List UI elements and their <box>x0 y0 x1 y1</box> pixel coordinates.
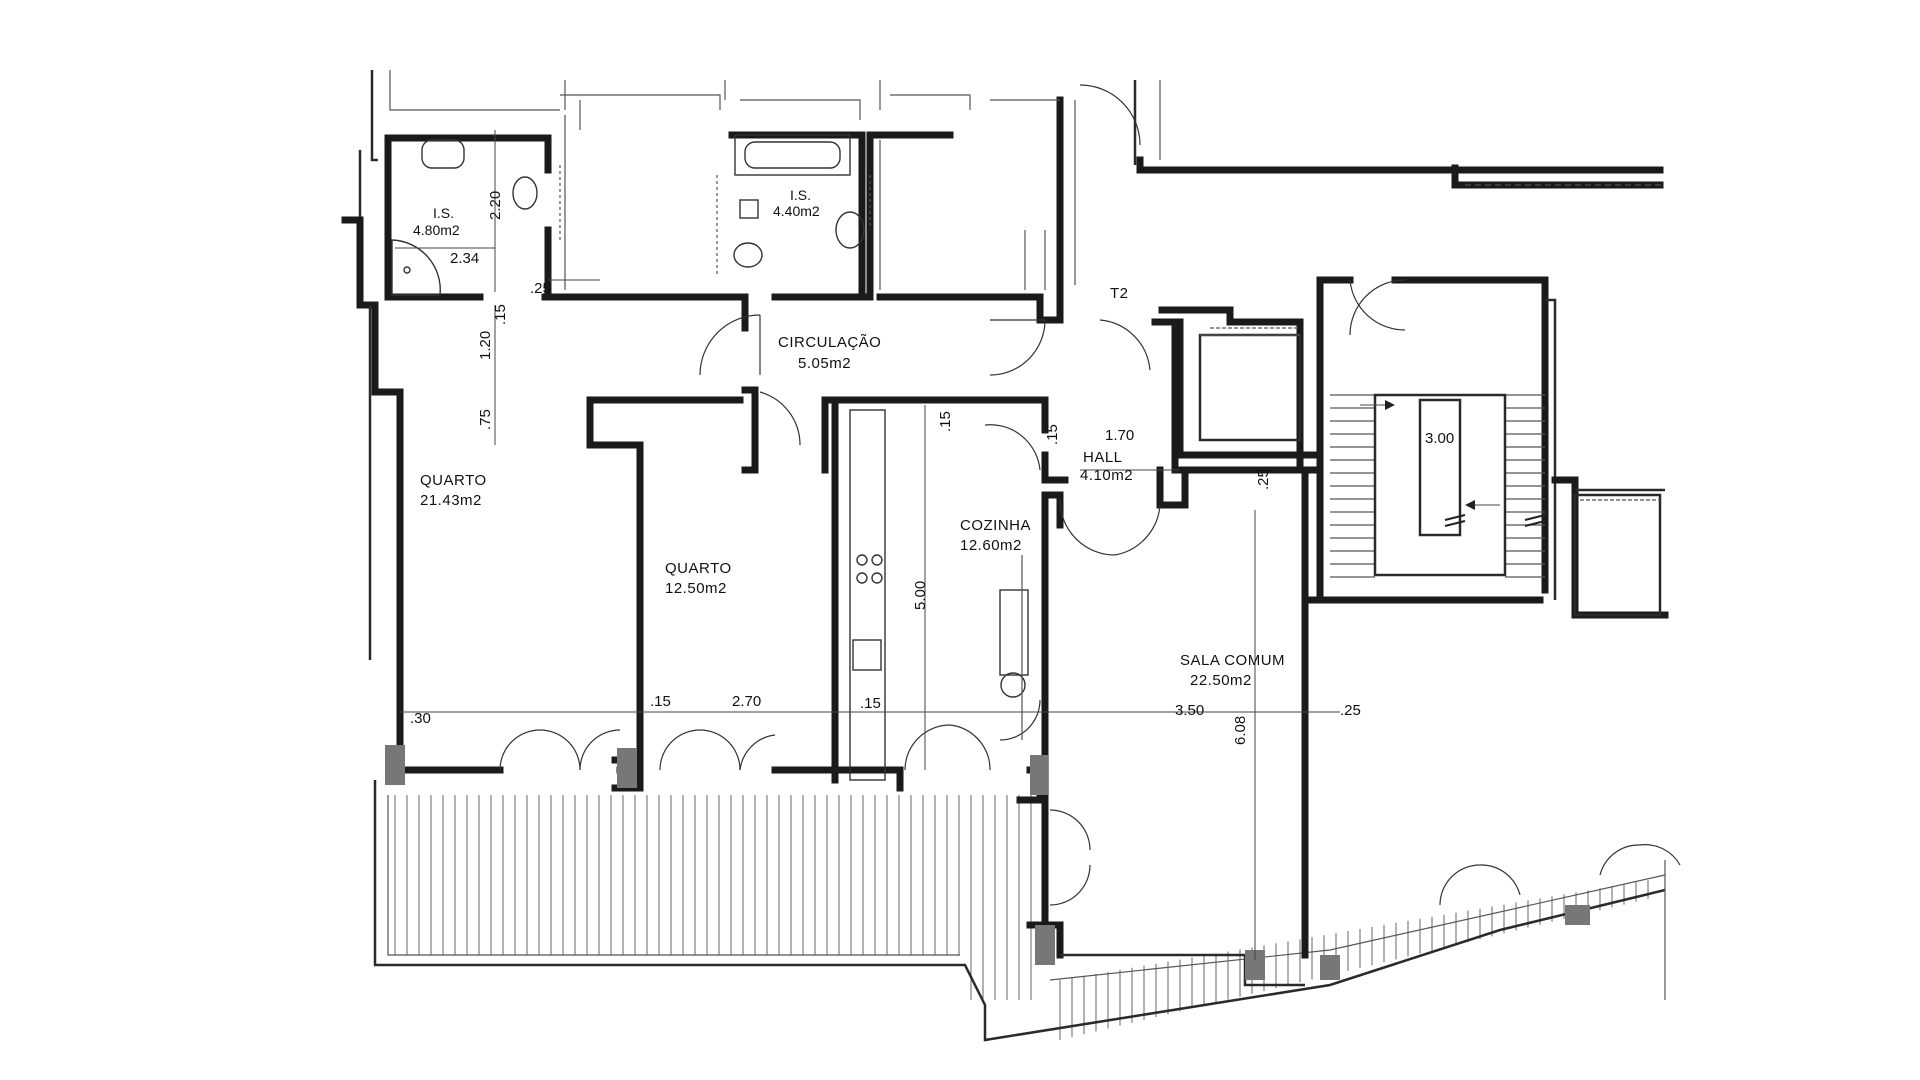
dim-1-20: 1.20 <box>477 331 494 360</box>
dim-2-70: 2.70 <box>732 693 761 710</box>
quarto1-area: 21.43m2 <box>420 492 482 509</box>
sala-area: 22.50m2 <box>1190 672 1252 689</box>
circulacao-area: 5.05m2 <box>798 355 851 372</box>
dim-3-00: 3.00 <box>1425 430 1454 447</box>
doors <box>499 84 1681 906</box>
dim-15-c: .15 <box>860 695 881 712</box>
is2-name: I.S. <box>790 187 811 203</box>
terrace-hatch <box>394 795 1032 1000</box>
unit-label: T2 <box>1110 285 1129 302</box>
dim-15-b: .15 <box>650 693 671 710</box>
dim-2-34: 2.34 <box>450 250 479 267</box>
stair-arrow-icon <box>1360 400 1546 527</box>
hall-area: 4.10m2 <box>1080 467 1133 484</box>
dimension-lines <box>400 130 1340 960</box>
partition-lines <box>389 70 1161 290</box>
dimension-labels: 2.20 2.34 .25 .15 1.20 .75 .30 .15 2.70 … <box>410 191 1454 745</box>
quarto2-name: QUARTO <box>665 560 732 577</box>
cozinha-name: COZINHA <box>960 517 1031 534</box>
dim-15-a: .15 <box>492 304 509 325</box>
dim-75: .75 <box>477 409 494 430</box>
walls <box>341 70 1669 987</box>
dim-15-e: .15 <box>1044 424 1061 445</box>
is1-area: 4.80m2 <box>413 222 460 238</box>
sala-name: SALA COMUM <box>1180 652 1285 669</box>
is1-name: I.S. <box>433 205 454 221</box>
circulacao-name: CIRCULAÇÃO <box>778 334 881 351</box>
cozinha-area: 12.60m2 <box>960 537 1022 554</box>
room-labels: I.S. 4.80m2 I.S. 4.40m2 CIRCULAÇÃO 5.05m… <box>413 187 1285 689</box>
dim-30: .30 <box>410 710 431 727</box>
dim-5-00: 5.00 <box>912 581 929 610</box>
terrace-outline <box>373 780 1666 1042</box>
dim-25-c: .25 <box>1340 702 1361 719</box>
is2-area: 4.40m2 <box>773 203 820 219</box>
dim-1-70: 1.70 <box>1105 427 1134 444</box>
dim-2-20: 2.20 <box>487 191 504 220</box>
quarto2-area: 12.50m2 <box>665 580 727 597</box>
dim-25-a: .25 <box>530 280 551 297</box>
dim-6-08: 6.08 <box>1232 716 1249 745</box>
dim-15-d: .15 <box>937 411 954 432</box>
dim-3-50: 3.50 <box>1175 702 1204 719</box>
terrace-hatch-right <box>1059 880 1649 1040</box>
dim-25-b: .25 <box>1255 469 1272 490</box>
quarto1-name: QUARTO <box>420 472 487 489</box>
fixtures <box>391 134 1665 781</box>
hall-name: HALL <box>1083 449 1123 466</box>
